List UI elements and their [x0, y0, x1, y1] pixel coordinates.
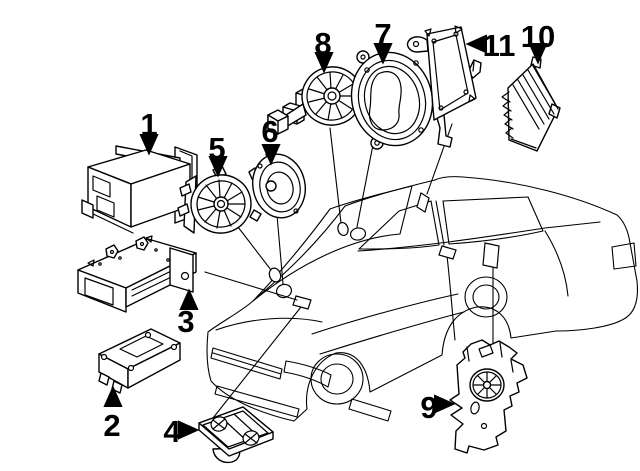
dash-speaker-marker-left-large: [275, 283, 293, 299]
front-grille: [210, 347, 283, 380]
part-label-8[interactable]: 8: [314, 26, 331, 61]
callout-9[interactable]: 9: [420, 390, 456, 425]
part-label-5[interactable]: 5: [208, 131, 225, 166]
windshield: [252, 185, 413, 302]
part-label-1[interactable]: 1: [140, 107, 157, 142]
car-illustration: [206, 176, 639, 422]
beltline-marker: [438, 245, 457, 260]
part-label-4[interactable]: 4: [163, 414, 181, 449]
callout-6[interactable]: 6: [261, 114, 281, 166]
roof-marker: [416, 192, 430, 213]
callout-4[interactable]: 4: [163, 414, 200, 449]
part-subwoofer: [449, 339, 528, 454]
part-label-10[interactable]: 10: [521, 19, 555, 54]
part-label-3[interactable]: 3: [177, 304, 194, 339]
callout-5[interactable]: 5: [208, 131, 228, 178]
leader-lines: [88, 118, 494, 419]
quarter-window: [442, 196, 544, 245]
callout-10[interactable]: 10: [521, 19, 555, 65]
door-window: [358, 200, 440, 250]
part-control-module: [198, 406, 274, 464]
headlamp: [283, 360, 332, 388]
part-amplifier: [98, 328, 181, 394]
quarter-panel-marker: [482, 242, 500, 269]
part-mounting-plate: [406, 25, 482, 148]
part-label-2[interactable]: 2: [103, 408, 120, 443]
callout-8[interactable]: 8: [314, 26, 334, 74]
part-label-9[interactable]: 9: [420, 390, 437, 425]
part-speaker-front: [177, 165, 252, 234]
part-label-7[interactable]: 7: [374, 17, 391, 52]
dash-speaker-marker-center-large: [349, 227, 367, 241]
callouts: 1 2 3 4 5 6 7 8: [103, 17, 555, 449]
part-amplifier-finned: [501, 56, 561, 152]
callout-11[interactable]: 11: [465, 28, 516, 63]
callout-7[interactable]: 7: [373, 17, 393, 65]
dash-speaker-marker-center-small: [337, 221, 349, 237]
callout-1[interactable]: 1: [139, 107, 159, 156]
part-mounting-chassis: [77, 235, 197, 313]
part-label-11[interactable]: 11: [483, 28, 516, 63]
callout-2[interactable]: 2: [103, 385, 123, 443]
front-wheel: [310, 353, 364, 405]
dash-speaker-marker-left-small: [268, 267, 282, 283]
part-label-6[interactable]: 6: [261, 114, 278, 149]
rear-wheel: [464, 276, 508, 318]
tail-lamp: [611, 242, 637, 270]
dash-radio-marker: [292, 295, 312, 310]
part-speaker-ring: [350, 50, 436, 150]
callout-3[interactable]: 3: [177, 288, 199, 339]
